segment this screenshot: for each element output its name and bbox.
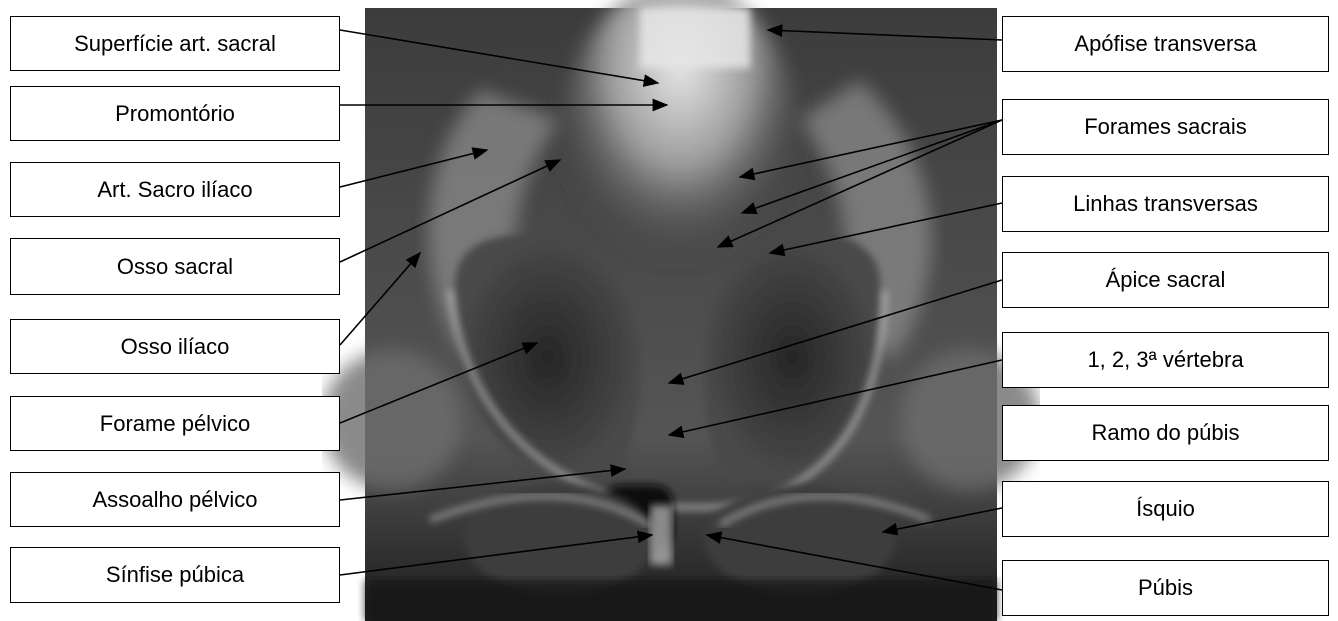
- label-isquio: Ísquio: [1002, 481, 1329, 537]
- label-forames-sacrais: Forames sacrais: [1002, 99, 1329, 155]
- label-art-sacro-iliaco: Art. Sacro ilíaco: [10, 162, 340, 217]
- label-ramo-do-pubis: Ramo do púbis: [1002, 405, 1329, 461]
- label-apofise-transversa: Apófise transversa: [1002, 16, 1329, 72]
- label-forame-pelvico: Forame pélvico: [10, 396, 340, 451]
- label-assoalho-pelvico: Assoalho pélvico: [10, 472, 340, 527]
- label-linhas-transversas: Linhas transversas: [1002, 176, 1329, 232]
- label-sinfise-pubica: Sínfise púbica: [10, 547, 340, 603]
- label-pubis: Púbis: [1002, 560, 1329, 616]
- label-vertebra-1-2-3: 1, 2, 3ª vértebra: [1002, 332, 1329, 388]
- label-osso-sacral: Osso sacral: [10, 238, 340, 295]
- label-apice-sacral: Ápice sacral: [1002, 252, 1329, 308]
- label-superficie-art-sacral: Superfície art. sacral: [10, 16, 340, 71]
- label-promontorio: Promontório: [10, 86, 340, 141]
- label-osso-iliaco: Osso ilíaco: [10, 319, 340, 374]
